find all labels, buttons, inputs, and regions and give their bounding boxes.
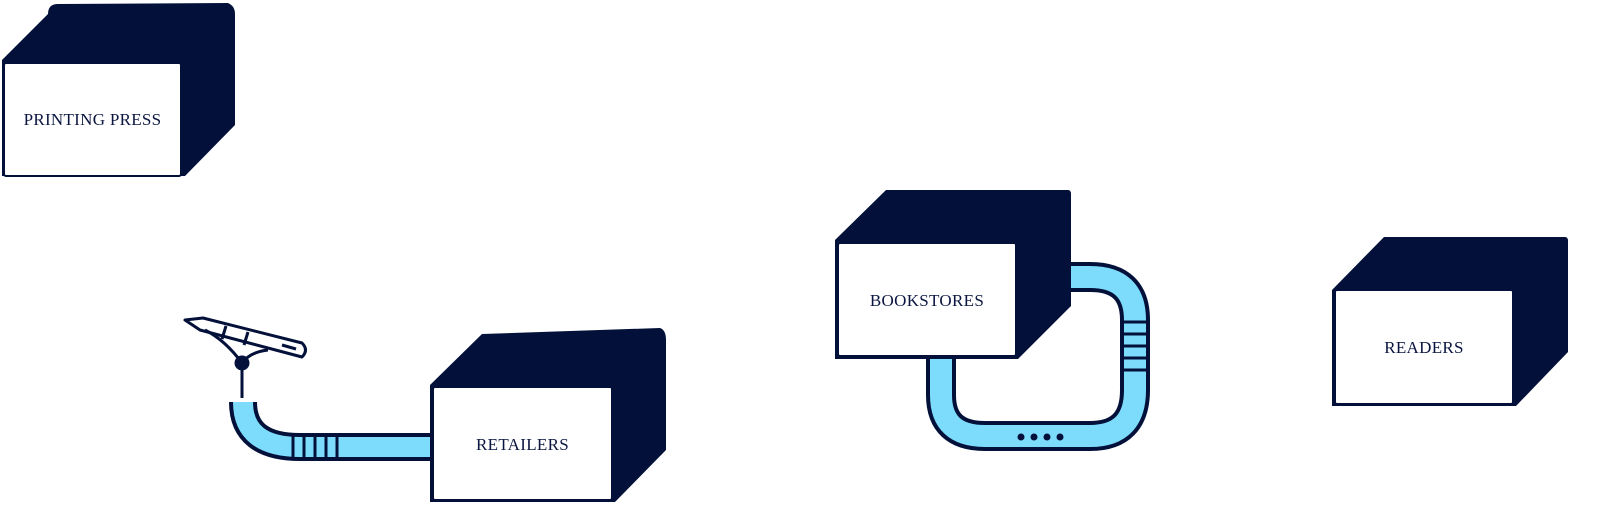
node-label-printing-press: PRINTING PRESS	[23, 110, 162, 129]
pipe-connector-icon	[229, 401, 432, 461]
node-label-retailers: RETAILERS	[476, 435, 569, 454]
printing-press-cube	[2, 3, 235, 177]
u-pipe-connector-icon	[926, 262, 1150, 451]
retailers-cube	[430, 328, 666, 502]
node-label-readers: READERS	[1384, 338, 1464, 357]
pen-icon	[183, 316, 307, 398]
readers-cube	[1332, 237, 1568, 406]
node-label-bookstores: BOOKSTORES	[869, 291, 985, 310]
bookstores-cube	[835, 190, 1071, 359]
